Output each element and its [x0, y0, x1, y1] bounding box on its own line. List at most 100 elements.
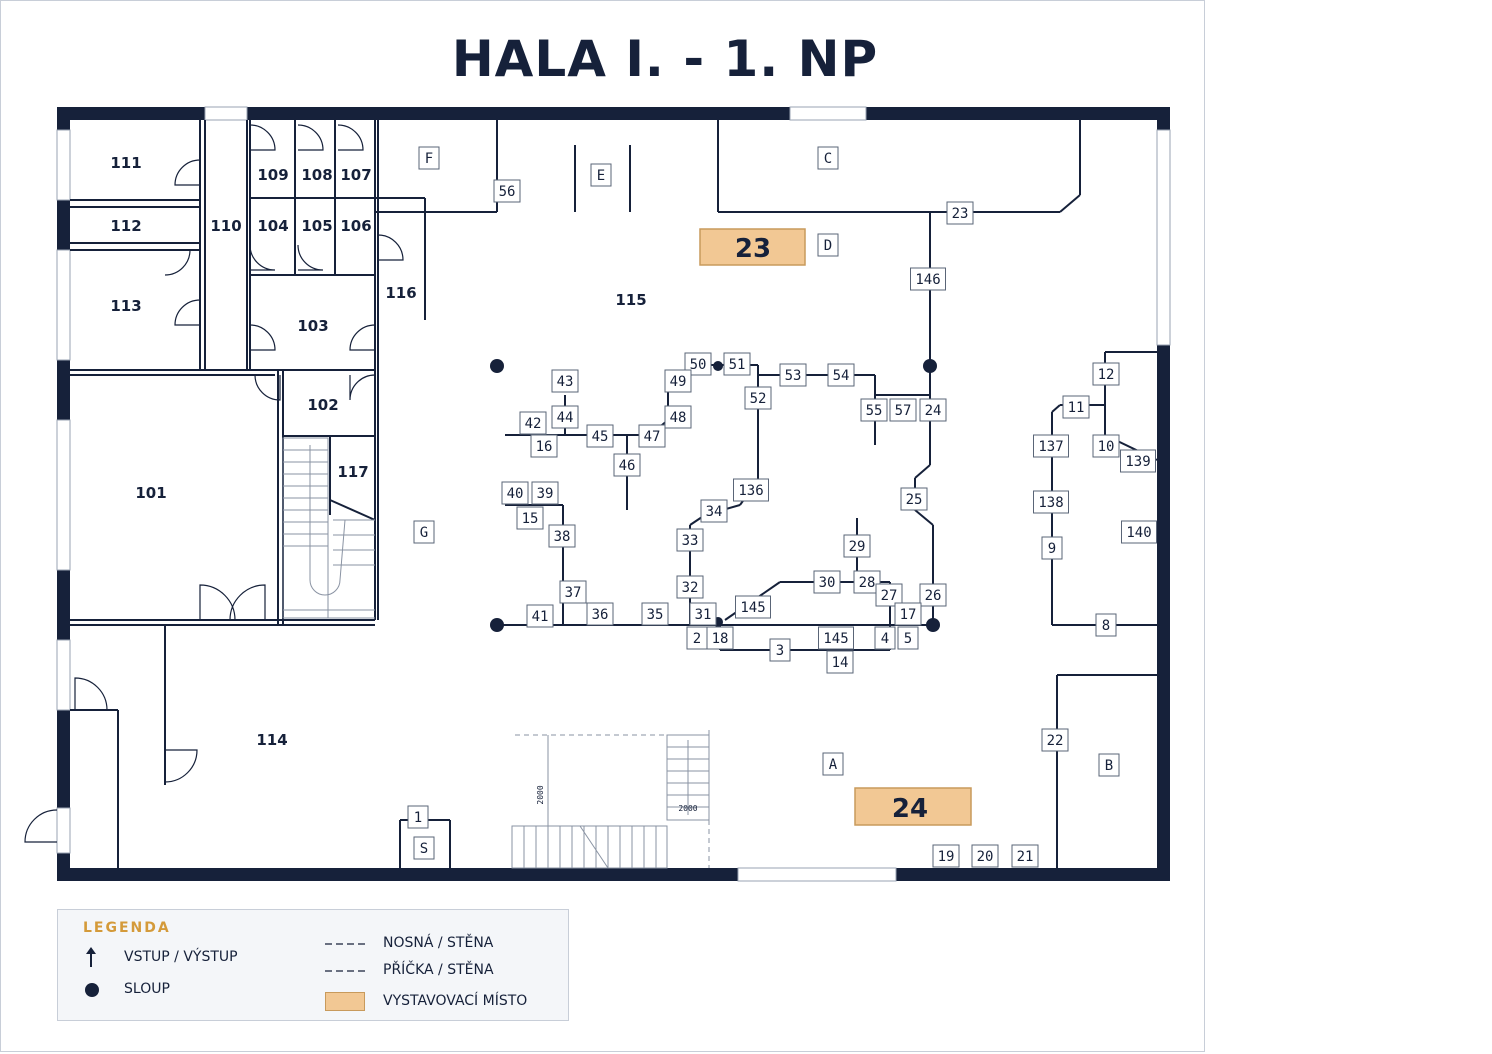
svg-text:53: 53 [785, 368, 802, 384]
stand-tag-11[interactable]: 11 [1062, 395, 1090, 419]
room-116: 116 [385, 284, 416, 302]
stand-tag-21[interactable]: 21 [1011, 844, 1039, 868]
svg-text:137: 137 [1038, 439, 1063, 455]
svg-text:145: 145 [740, 600, 765, 616]
stand-tag-36[interactable]: 36 [586, 602, 614, 626]
area-tag-f[interactable]: F [418, 146, 440, 170]
room-110: 110 [210, 217, 241, 235]
stand-tag-5[interactable]: 5 [897, 626, 919, 650]
staircase-117 [282, 437, 375, 619]
column-dot-icon [85, 983, 99, 997]
svg-text:17: 17 [900, 607, 917, 623]
svg-text:21: 21 [1017, 849, 1034, 865]
stand-tag-48[interactable]: 48 [664, 405, 692, 429]
stand-tag-3[interactable]: 3 [769, 638, 791, 662]
room-105: 105 [301, 217, 332, 235]
room-114: 114 [256, 731, 287, 749]
svg-text:29: 29 [849, 539, 866, 555]
stand-tag-137[interactable]: 137 [1033, 434, 1069, 458]
stand-tag-55[interactable]: 55 [860, 398, 888, 422]
svg-text:27: 27 [881, 588, 898, 604]
svg-text:26: 26 [925, 588, 942, 604]
svg-text:24: 24 [892, 794, 928, 824]
stand-tag-40[interactable]: 40 [501, 481, 529, 505]
stand-tag-38[interactable]: 38 [548, 524, 576, 548]
stand-tag-31[interactable]: 31 [689, 602, 717, 626]
stand-tag-51[interactable]: 51 [723, 352, 751, 376]
stand-tag-2[interactable]: 2 [686, 626, 708, 650]
area-tag-b[interactable]: B [1098, 753, 1120, 777]
room-109: 109 [257, 166, 288, 184]
stand-tag-145[interactable]: 145 [818, 626, 854, 650]
stand-tag-37[interactable]: 37 [559, 580, 587, 604]
stand-tag-8[interactable]: 8 [1095, 613, 1117, 637]
stand-tag-52[interactable]: 52 [744, 386, 772, 410]
area-tag-a[interactable]: A [822, 752, 844, 776]
stand-tag-10[interactable]: 10 [1092, 434, 1120, 458]
svg-text:37: 37 [565, 585, 582, 601]
stand-tag-17[interactable]: 17 [894, 602, 922, 626]
stand-tag-30[interactable]: 30 [813, 570, 841, 594]
stand-tag-56[interactable]: 56 [493, 179, 521, 203]
exhibition-spot-23[interactable]: 23 [699, 228, 806, 266]
stand-tag-46[interactable]: 46 [613, 453, 641, 477]
legend-load-wall: NOSNÁ / STĚNA [383, 935, 494, 951]
stand-tag-15[interactable]: 15 [516, 506, 544, 530]
area-tag-c[interactable]: C [817, 146, 839, 170]
stand-tag-41[interactable]: 41 [526, 604, 554, 628]
stand-tag-47[interactable]: 47 [638, 424, 666, 448]
stand-tag-139[interactable]: 139 [1120, 449, 1156, 473]
stand-tag-140[interactable]: 140 [1121, 520, 1157, 544]
stand-tag-146[interactable]: 146 [910, 267, 946, 291]
stand-tag-44[interactable]: 44 [551, 405, 579, 429]
svg-text:4: 4 [881, 631, 889, 647]
stand-tag-25[interactable]: 25 [900, 487, 928, 511]
svg-text:49: 49 [670, 374, 687, 390]
stand-tag-138[interactable]: 138 [1033, 490, 1069, 514]
stand-tag-23[interactable]: 23 [946, 201, 974, 225]
stand-tag-49[interactable]: 49 [664, 369, 692, 393]
stand-tag-20[interactable]: 20 [971, 844, 999, 868]
dashed-line-icon [325, 970, 367, 972]
stand-tag-54[interactable]: 54 [827, 363, 855, 387]
stand-tag-53[interactable]: 53 [779, 363, 807, 387]
stand-tag-28[interactable]: 28 [853, 570, 881, 594]
stand-tag-145[interactable]: 145 [735, 595, 771, 619]
svg-text:45: 45 [592, 429, 609, 445]
stand-tag-45[interactable]: 45 [586, 424, 614, 448]
area-tag-d[interactable]: D [817, 233, 839, 257]
stand-tag-26[interactable]: 26 [919, 583, 947, 607]
legend-exhibition-spot: VYSTAVOVACÍ MÍSTO [383, 993, 528, 1009]
stand-tag-14[interactable]: 14 [826, 650, 854, 674]
stand-tag-9[interactable]: 9 [1041, 536, 1063, 560]
stand-tag-29[interactable]: 29 [843, 534, 871, 558]
stand-tag-1[interactable]: 1 [407, 805, 429, 829]
svg-text:10: 10 [1098, 439, 1115, 455]
stand-tag-57[interactable]: 57 [889, 398, 917, 422]
stand-tag-16[interactable]: 16 [530, 434, 558, 458]
area-tag-s[interactable]: S [413, 836, 435, 860]
stand-tag-39[interactable]: 39 [531, 481, 559, 505]
stand-tag-35[interactable]: 35 [641, 602, 669, 626]
svg-text:12: 12 [1098, 367, 1115, 383]
stand-tag-43[interactable]: 43 [551, 369, 579, 393]
stand-tag-136[interactable]: 136 [733, 478, 769, 502]
svg-text:1: 1 [414, 810, 422, 826]
stand-tag-18[interactable]: 18 [706, 626, 734, 650]
stand-tag-22[interactable]: 22 [1041, 728, 1069, 752]
svg-text:39: 39 [537, 486, 554, 502]
stand-tag-24[interactable]: 24 [919, 398, 947, 422]
stand-tag-32[interactable]: 32 [676, 575, 704, 599]
svg-text:D: D [824, 238, 832, 254]
stand-tag-19[interactable]: 19 [932, 844, 960, 868]
stand-tag-27[interactable]: 27 [875, 583, 903, 607]
stand-tag-42[interactable]: 42 [519, 411, 547, 435]
area-tag-g[interactable]: G [413, 520, 435, 544]
area-tag-e[interactable]: E [590, 163, 612, 187]
exhibition-spot-24[interactable]: 24 [854, 787, 972, 826]
svg-text:22: 22 [1047, 733, 1064, 749]
stand-tag-12[interactable]: 12 [1092, 362, 1120, 386]
stand-tag-4[interactable]: 4 [874, 626, 896, 650]
stand-tag-33[interactable]: 33 [676, 528, 704, 552]
stand-tag-34[interactable]: 34 [700, 499, 728, 523]
